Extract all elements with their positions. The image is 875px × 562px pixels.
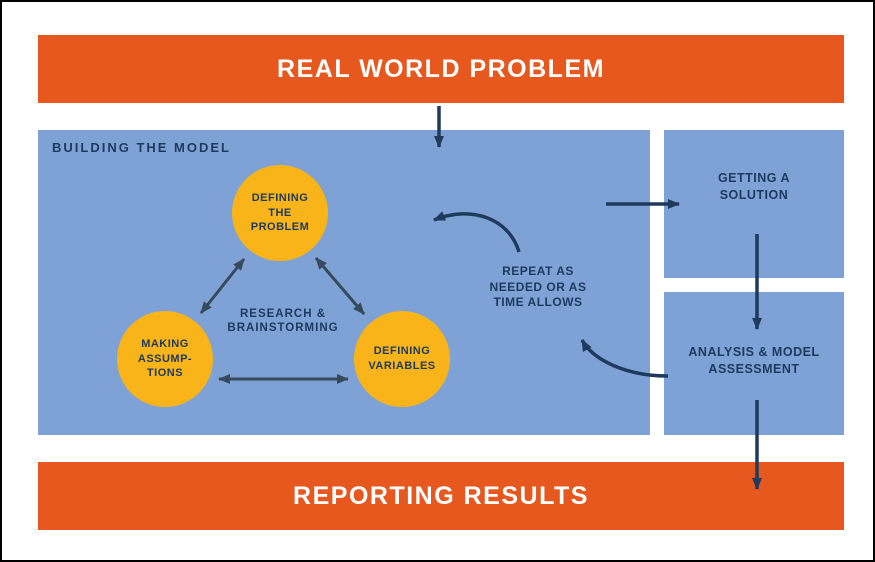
getting-a-solution-box: GETTING A SOLUTION [664,130,844,278]
building-the-model-title: BUILDING THE MODEL [52,140,231,155]
defining-variables-node: DEFINING VARIABLES [354,311,450,407]
defining-problem-label: DEFINING THE PROBLEM [250,191,310,234]
research-brainstorming-label: RESEARCH & BRAINSTORMING [227,308,339,335]
defining-variables-label: DEFINING VARIABLES [368,345,436,372]
analysis-assessment-box: ANALYSIS & MODEL ASSESSMENT [664,292,844,435]
getting-a-solution-label: GETTING A SOLUTION [717,171,791,202]
reporting-results-label: REPORTING RESULTS [293,481,589,510]
making-assumptions-label: MAKING ASSUMP- TIONS [137,337,193,380]
defining-problem-node: DEFINING THE PROBLEM [232,165,328,261]
real-world-problem-banner: REAL WORLD PROBLEM [38,35,844,103]
repeat-loop-label: REPEAT AS NEEDED OR AS TIME ALLOWS [489,264,587,310]
making-assumptions-node: MAKING ASSUMP- TIONS [117,311,213,407]
real-world-problem-label: REAL WORLD PROBLEM [277,54,605,83]
analysis-assessment-label: ANALYSIS & MODEL ASSESSMENT [688,344,820,376]
building-the-model-panel: BUILDING THE MODEL DEFINING THE PROBLEM … [38,130,650,435]
reporting-results-banner: REPORTING RESULTS [38,462,844,530]
